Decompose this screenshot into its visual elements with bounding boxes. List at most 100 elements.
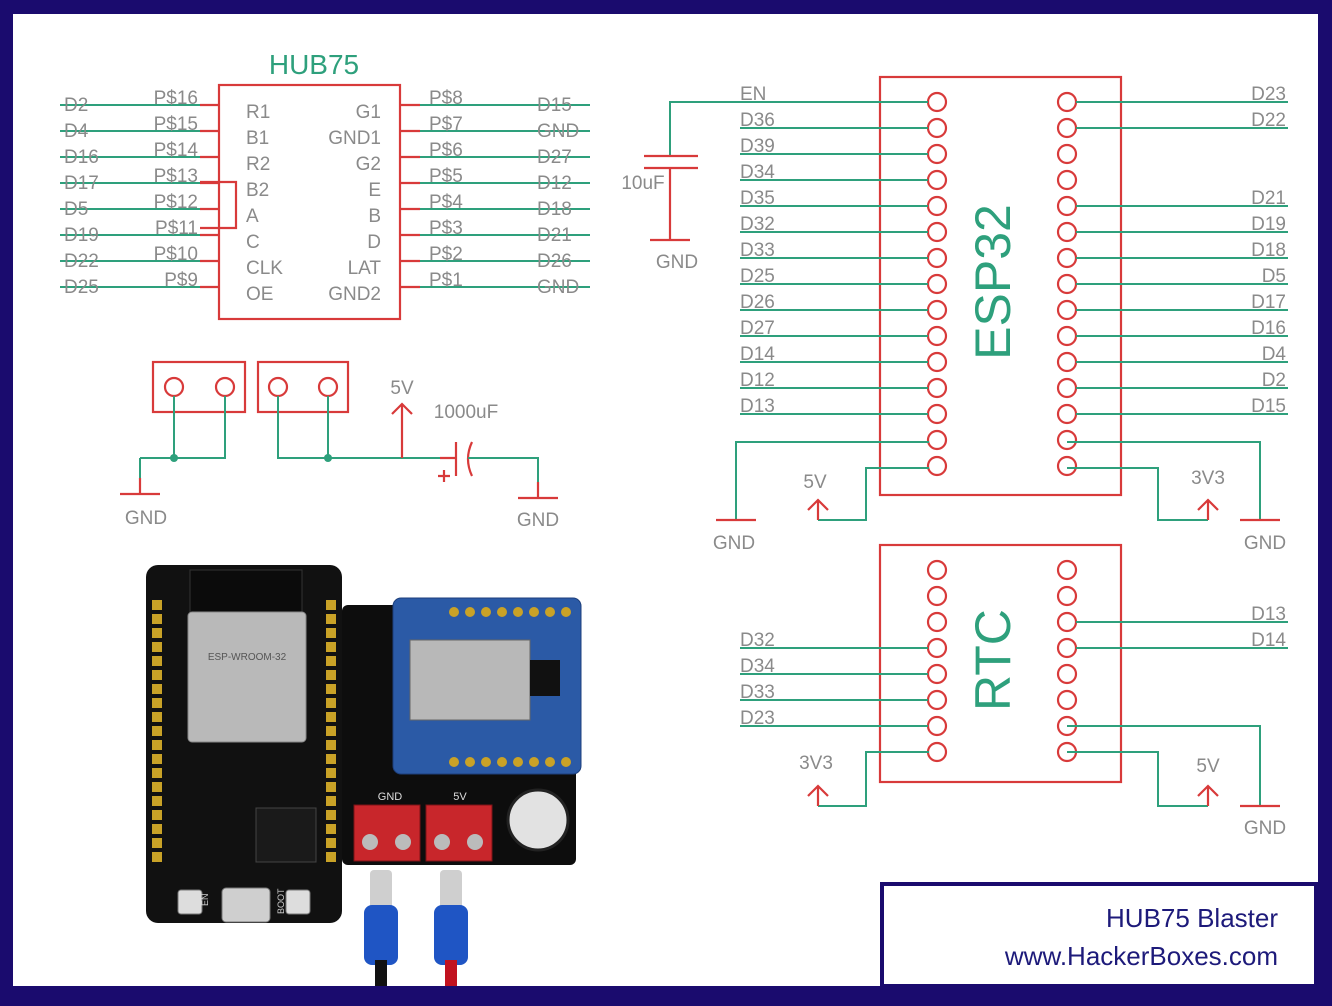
pin-label: B2	[246, 180, 269, 201]
terminal-gnd	[353, 804, 421, 862]
net-label: D2	[1262, 370, 1286, 391]
net-label: D19	[1251, 214, 1286, 235]
terminal-pin	[317, 376, 339, 398]
net-label: D35	[740, 188, 775, 209]
esp32-pin-left	[926, 455, 948, 477]
esp32-pin-left	[926, 299, 948, 321]
power-section: GND 5V 1000uF GND	[120, 360, 559, 531]
header-pin	[326, 768, 336, 778]
hub75-b2-a-bridge	[200, 180, 238, 230]
header-pin	[326, 740, 336, 750]
pin-label: A	[246, 206, 259, 227]
boot-button	[285, 889, 311, 915]
net-label: D34	[740, 162, 775, 183]
header-pin	[326, 670, 336, 680]
terminal-screw	[434, 834, 450, 850]
net-label: D23	[1251, 84, 1286, 105]
pin-label: D	[367, 232, 381, 253]
header-pin	[326, 810, 336, 820]
rtc-chip	[530, 660, 560, 696]
pin-label: B	[368, 206, 381, 227]
esp32-pin-left	[926, 247, 948, 269]
vcc-arrow	[1197, 784, 1219, 806]
header-pin	[326, 628, 336, 638]
pad-label: P$1	[429, 270, 463, 291]
pad-label: P$14	[154, 140, 199, 161]
net-label: EN	[740, 84, 766, 105]
shield-pin	[545, 607, 555, 617]
esp32-body	[878, 75, 1123, 497]
antenna-area	[189, 569, 303, 615]
header-pin	[152, 670, 162, 680]
pin-label: B1	[246, 128, 269, 149]
net-label: D27	[740, 318, 775, 339]
net-label: D14	[740, 344, 775, 365]
net-label: D22	[64, 251, 99, 272]
en-cap-value: 10uF	[621, 173, 664, 194]
header-pin	[326, 600, 336, 610]
header-pin	[326, 852, 336, 862]
net-label: D26	[740, 292, 775, 313]
terminal-block-left	[151, 360, 247, 414]
pin-label: GND1	[328, 128, 381, 149]
net-label: D36	[740, 110, 775, 131]
rtc-pin-right	[1056, 611, 1078, 633]
esp32-gnd-wire	[735, 441, 929, 520]
en-cap-gnd: GND	[656, 252, 698, 273]
rtc-pin-right	[1056, 663, 1078, 685]
pin-label: LAT	[348, 258, 382, 279]
esp32-5v-wire	[818, 467, 929, 521]
terminal-screw	[362, 834, 378, 850]
net-label: D26	[537, 251, 572, 272]
header-pin	[326, 684, 336, 694]
net-label: D33	[740, 682, 775, 703]
net-label: D21	[537, 225, 572, 246]
net-label: D34	[740, 656, 775, 677]
esp32-pin-left	[926, 221, 948, 243]
pad-label: P$6	[429, 140, 463, 161]
shield-pin	[561, 757, 571, 767]
rtc-pin-left	[926, 611, 948, 633]
rtc-pin-left	[926, 715, 948, 737]
vcc-arrow	[807, 498, 829, 520]
rtc-pin-left	[926, 559, 948, 581]
esp32-pin-left	[926, 429, 948, 451]
5v-terminal-label: 5V	[453, 791, 467, 803]
rtc-pin-right	[1056, 585, 1078, 607]
terminal-5v	[425, 804, 493, 862]
net-label: D13	[1251, 604, 1286, 625]
esp32-pin-right	[1056, 117, 1078, 139]
net-label: D19	[64, 225, 99, 246]
header-pin	[152, 656, 162, 666]
header-pin	[152, 782, 162, 792]
net-label: D5	[1262, 266, 1286, 287]
rtc-pin-right	[1056, 637, 1078, 659]
net-label: D22	[1251, 110, 1286, 131]
pin-label: OE	[246, 284, 273, 305]
esp32-pin-left	[926, 195, 948, 217]
header-pin	[152, 796, 162, 806]
footer-title: HUB75 Blaster	[1106, 903, 1278, 933]
header-pin	[152, 852, 162, 862]
esp32-pin-right	[1056, 169, 1078, 191]
header-pin	[152, 754, 162, 764]
cap-plate	[440, 442, 458, 476]
header-pin	[152, 600, 162, 610]
net-label: D5	[64, 199, 88, 220]
rtc-3v3-label: 3V3	[799, 753, 833, 774]
net-label: D33	[740, 240, 775, 261]
net-label: D18	[1251, 240, 1286, 261]
pad-label: P$2	[429, 244, 463, 265]
esp32-pin-right	[1056, 325, 1078, 347]
rtc-5v-wire	[1067, 751, 1208, 807]
pad-label: P$7	[429, 114, 463, 135]
pad-label: P$8	[429, 88, 463, 109]
terminal-screw	[395, 834, 411, 850]
esp32-pin-right	[1056, 143, 1078, 165]
micro-usb-port	[221, 887, 271, 923]
esp32-pin-right	[1056, 377, 1078, 399]
esp32-pin-left	[926, 273, 948, 295]
cap-value: 1000uF	[434, 402, 498, 423]
